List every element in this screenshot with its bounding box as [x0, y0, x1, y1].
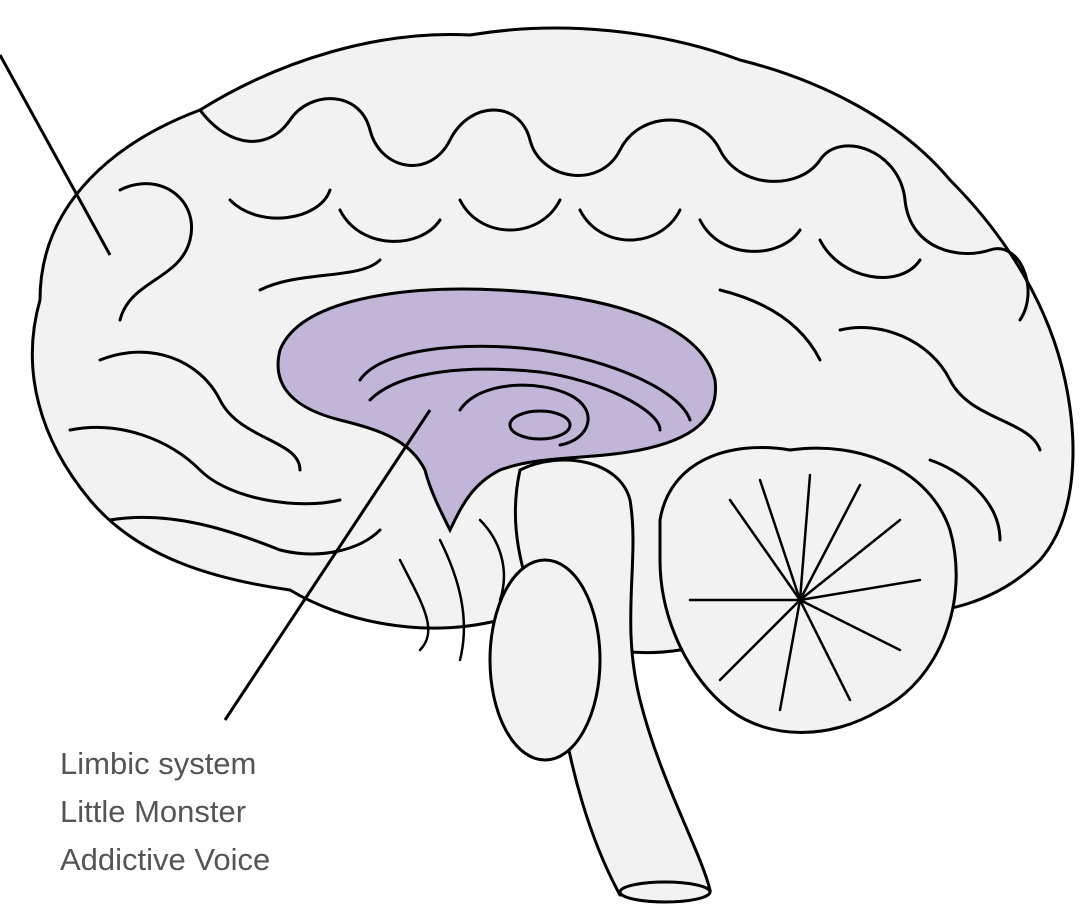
label-little-monster: Little Monster	[60, 788, 270, 836]
pointer-line-top	[0, 55, 110, 255]
pons	[490, 560, 600, 760]
brainstem-end	[620, 882, 710, 902]
limbic-label: Limbic system Little Monster Addictive V…	[60, 740, 270, 884]
label-limbic-system: Limbic system	[60, 740, 270, 788]
thalamus	[510, 411, 570, 439]
label-addictive-voice: Addictive Voice	[60, 836, 270, 884]
